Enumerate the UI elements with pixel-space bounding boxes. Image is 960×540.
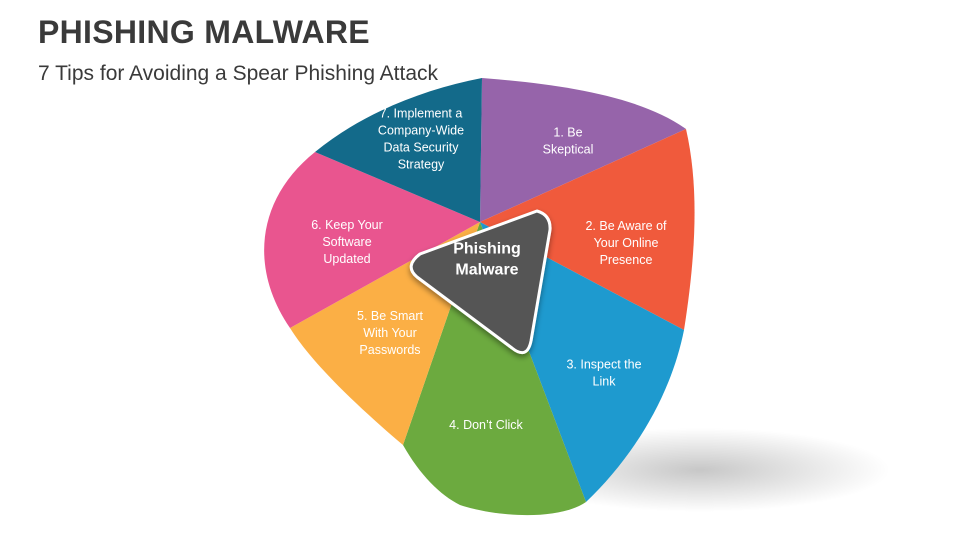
segment-2[interactable] xyxy=(480,129,695,330)
label-line: Malware xyxy=(455,262,518,279)
label-line: 5. Be Smart xyxy=(357,309,424,323)
tip-1-label: 1. Be Skeptical xyxy=(543,126,594,157)
label-line: 6. Keep Your xyxy=(311,218,383,232)
page-subtitle: 7 Tips for Avoiding a Spear Phishing Att… xyxy=(38,62,439,85)
label-line: Data Security xyxy=(383,141,459,155)
segment-7[interactable] xyxy=(315,78,482,222)
label-line: Strategy xyxy=(398,158,445,172)
label-line: Passwords xyxy=(359,343,420,357)
label-line: 4. Don’t Click xyxy=(449,418,523,432)
tip-4-label: 4. Don’t Click xyxy=(449,418,523,432)
label-line: 7. Implement a xyxy=(380,107,463,121)
center-hub[interactable] xyxy=(409,209,552,355)
label-line: Company-Wide xyxy=(378,124,464,138)
label-line: With Your xyxy=(363,326,417,340)
label-line: Your Online xyxy=(594,236,659,250)
label-line: Software xyxy=(322,235,371,249)
page-title: PHISHING MALWARE xyxy=(38,14,370,50)
segment-6[interactable] xyxy=(264,152,480,328)
segment-1[interactable] xyxy=(480,78,686,222)
label-line: Updated xyxy=(323,252,370,266)
label-line: 2. Be Aware of xyxy=(585,219,667,233)
label-line: 1. Be xyxy=(553,126,582,140)
segment-4[interactable] xyxy=(403,222,586,516)
label-line: 3. Inspect the xyxy=(566,358,641,372)
label-line: Link xyxy=(593,375,617,389)
label-line: Phishing xyxy=(453,241,521,258)
label-line: Skeptical xyxy=(543,143,594,157)
label-line: Presence xyxy=(600,253,653,267)
